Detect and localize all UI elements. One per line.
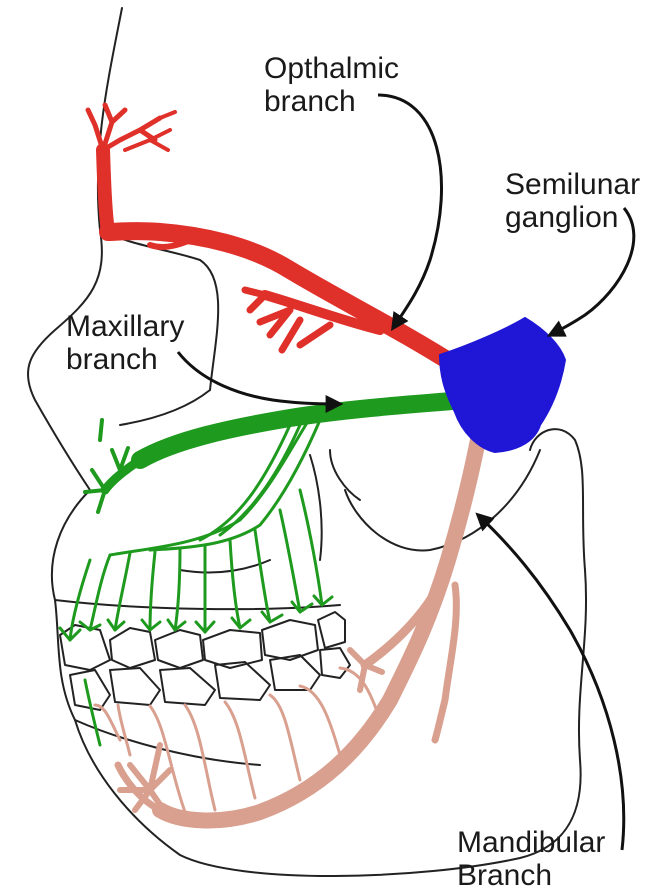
semilunar-label-line1: Semilunar (505, 168, 640, 201)
mandibular-branch-label: Mandibular Branch (457, 826, 605, 892)
mandibular-label-line2: Branch (457, 859, 605, 892)
ophthalmic-arrow (378, 95, 442, 328)
semilunar-ganglion-label: Semilunar ganglion (505, 168, 640, 234)
ophthalmic-branch-label: Opthalmic branch (264, 52, 399, 118)
maxillary-branch (60, 400, 465, 745)
mandibular-label-line1: Mandibular (457, 826, 605, 859)
ophthalmic-label-line1: Opthalmic (264, 52, 399, 85)
ophthalmic-label-line2: branch (264, 85, 399, 118)
mandibular-branch (95, 440, 478, 820)
mandibular-arrow (478, 515, 624, 850)
semilunar-label-line2: ganglion (505, 201, 640, 234)
maxillary-label-line1: Maxillary (66, 310, 184, 343)
maxillary-branch-label: Maxillary branch (66, 310, 184, 376)
maxillary-label-line2: branch (66, 343, 184, 376)
